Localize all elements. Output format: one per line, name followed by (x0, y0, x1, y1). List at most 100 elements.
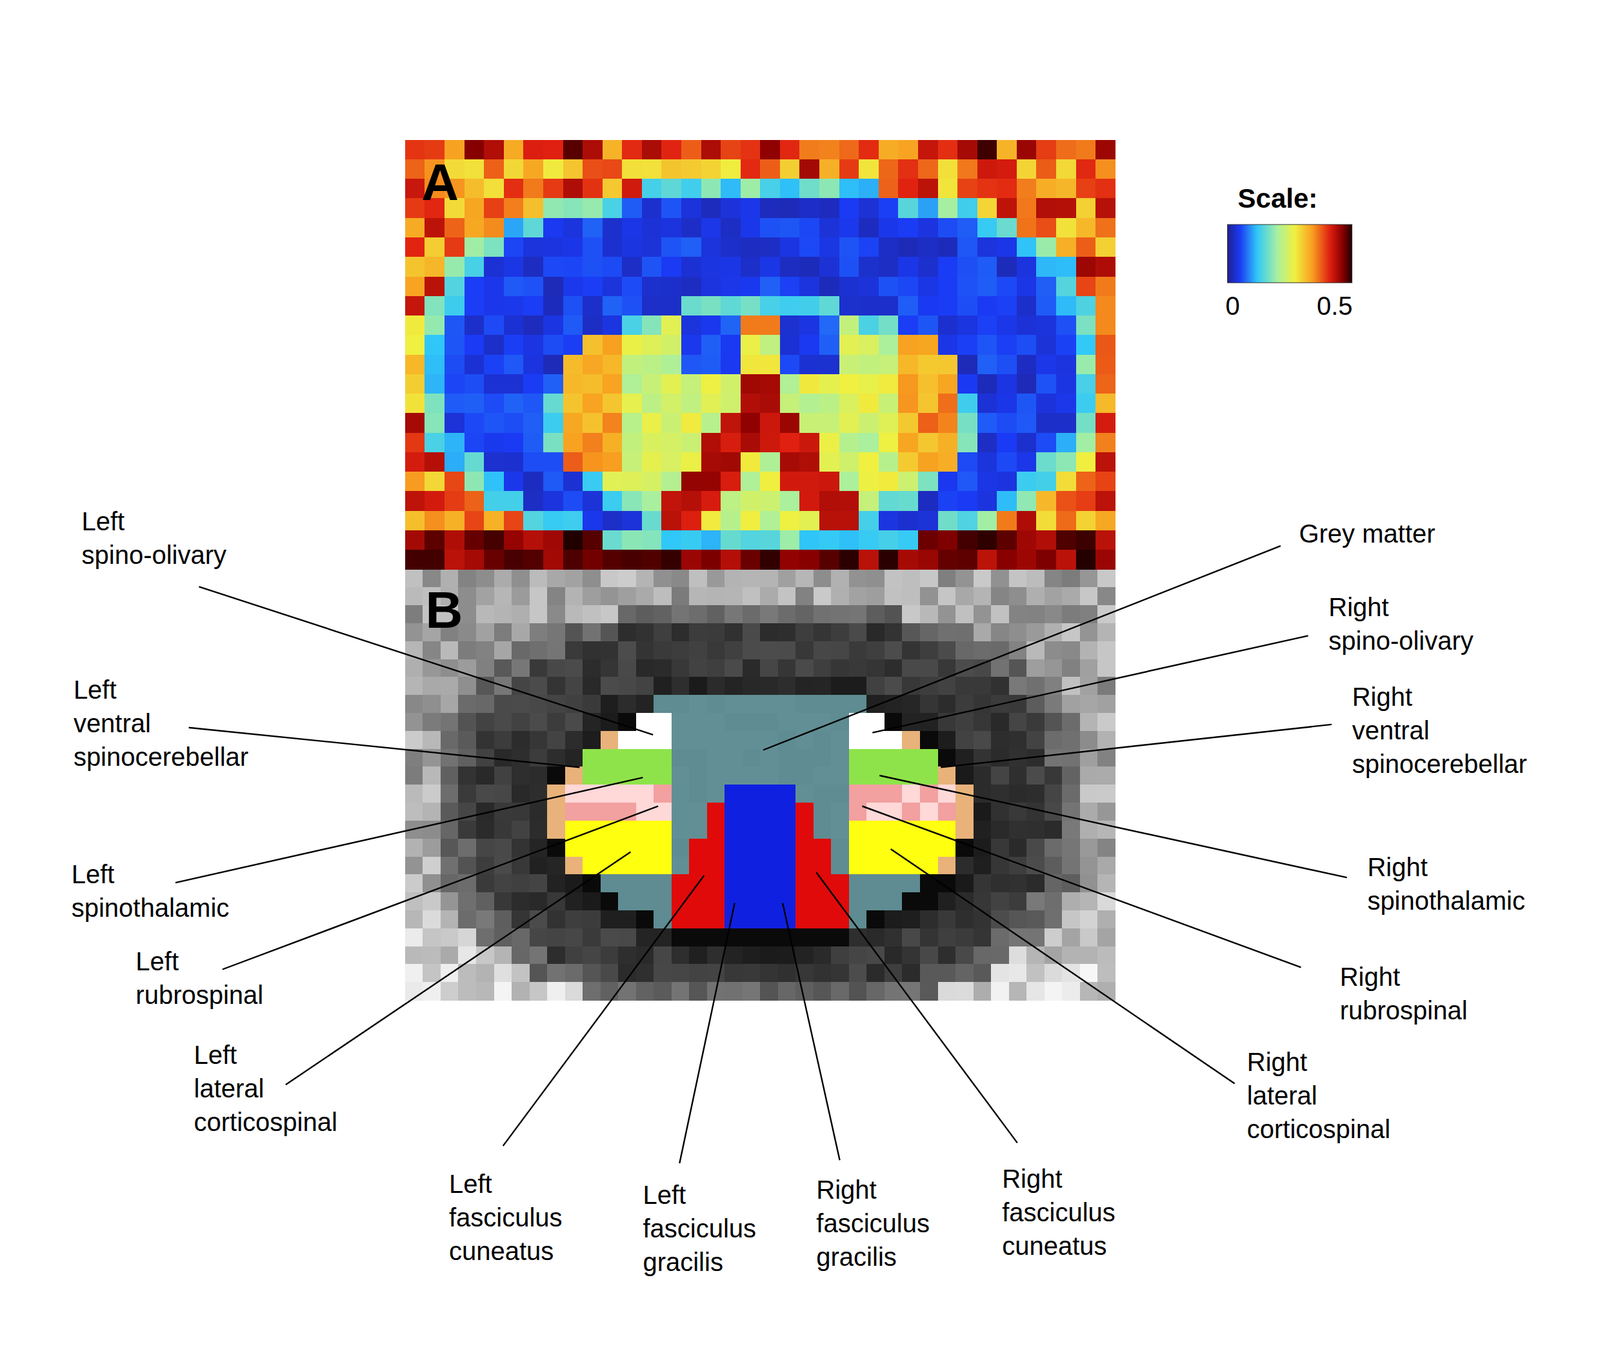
fa-pixel (602, 159, 623, 180)
atlas-pixel (938, 569, 957, 588)
fa-pixel (740, 140, 761, 160)
atlas-pixel (866, 694, 885, 713)
fa-pixel (621, 471, 642, 492)
fa-pixel (563, 412, 584, 433)
fa-pixel (720, 412, 741, 433)
fa-pixel (780, 334, 800, 355)
atlas-pixel (1097, 928, 1116, 947)
fa-pixel (957, 334, 978, 355)
fa-pixel (483, 549, 504, 570)
fa-pixel (681, 471, 702, 492)
atlas-pixel (529, 981, 548, 1000)
atlas-pixel (689, 587, 708, 606)
atlas-pixel (494, 963, 513, 982)
fa-pixel (1095, 276, 1116, 297)
fa-pixel (799, 198, 820, 219)
fa-pixel (1056, 140, 1077, 160)
atlas-pixel (636, 892, 655, 911)
atlas-pixel (1026, 874, 1045, 893)
fa-pixel (996, 432, 1017, 453)
fa-pixel (464, 432, 485, 453)
fa-pixel (661, 510, 682, 531)
leader-lines (175, 545, 1348, 1164)
fa-pixel (701, 490, 722, 511)
atlas-pixel (422, 694, 441, 713)
atlas-pixel (511, 730, 530, 750)
atlas-pixel (920, 766, 939, 785)
atlas-pixel (653, 856, 672, 875)
fa-pixel (918, 315, 939, 336)
atlas-pixel (476, 946, 495, 965)
fa-pixel (1036, 315, 1057, 336)
atlas-pixel (565, 910, 584, 929)
atlas-pixel (938, 784, 957, 803)
atlas-pixel (938, 623, 957, 642)
fa-pixel (503, 159, 524, 180)
atlas-pixel (1044, 694, 1063, 713)
fa-pixel (1016, 256, 1037, 277)
fa-pixel (405, 549, 426, 570)
atlas-pixel (547, 874, 566, 893)
fa-pixel (563, 432, 584, 453)
atlas-pixel (813, 659, 832, 678)
fa-pixel (582, 334, 603, 355)
fa-pixel (977, 256, 998, 277)
fa-pixel (661, 549, 682, 570)
fa-pixel (760, 237, 780, 258)
atlas-pixel (778, 659, 797, 678)
atlas-pixel (618, 730, 637, 750)
tract-label: Right lateral corticospinal (1247, 1045, 1391, 1146)
atlas-pixel (1061, 659, 1080, 678)
fa-pixel (898, 315, 919, 336)
fa-pixel (1016, 218, 1037, 239)
fa-pixel (1056, 276, 1077, 297)
atlas-pixel (1097, 784, 1116, 803)
atlas-pixel (1080, 892, 1099, 911)
fa-pixel (780, 237, 800, 258)
fa-pixel (1095, 354, 1116, 375)
fa-pixel (405, 296, 426, 317)
atlas-pixel (778, 623, 797, 642)
atlas-pixel (405, 928, 424, 947)
fa-pixel (1036, 354, 1057, 375)
atlas-pixel (760, 676, 779, 695)
atlas-pixel (494, 946, 513, 965)
fa-pixel (523, 530, 544, 551)
atlas-pixel (955, 856, 974, 875)
atlas-pixel (511, 659, 530, 678)
fa-pixel (996, 276, 1017, 297)
fa-pixel (444, 354, 465, 375)
fa-pixel (661, 432, 682, 453)
atlas-pixel (671, 676, 690, 695)
fa-pixel (819, 549, 840, 570)
fa-pixel (1076, 159, 1097, 180)
fa-pixel (878, 159, 899, 180)
fa-pixel (819, 393, 840, 414)
fa-pixel (839, 549, 860, 570)
fa-pixel (582, 296, 603, 317)
fa-pixel (582, 237, 603, 258)
fa-pixel (464, 296, 485, 317)
fa-pixel (858, 374, 879, 395)
atlas-pixel (724, 963, 743, 982)
atlas-pixel (707, 802, 726, 821)
fa-pixel (720, 140, 741, 160)
fa-pixel (483, 530, 504, 551)
atlas-pixel (938, 838, 957, 857)
atlas-pixel (1009, 766, 1028, 785)
fa-pixel (563, 276, 584, 297)
atlas-pixel (830, 963, 850, 982)
atlas-pixel (1061, 784, 1080, 803)
atlas-pixel (938, 963, 957, 982)
fa-pixel (543, 393, 564, 414)
fa-pixel (858, 315, 879, 336)
atlas-pixel (458, 856, 477, 875)
fa-pixel (839, 452, 860, 473)
fa-pixel (444, 452, 465, 473)
atlas-pixel (494, 659, 513, 678)
fa-pixel (523, 354, 544, 375)
fa-pixel (483, 198, 504, 219)
fa-pixel (760, 432, 780, 453)
fa-pixel (503, 530, 524, 551)
atlas-pixel (901, 874, 920, 893)
